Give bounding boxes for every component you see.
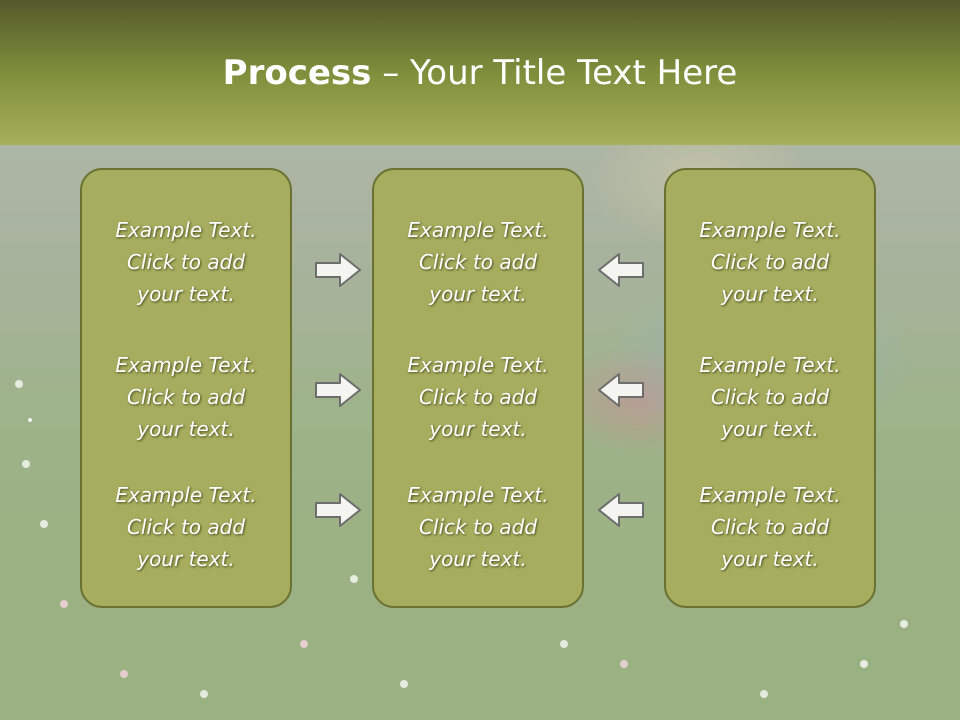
text-block[interactable]: Example Text. Click to add your text. xyxy=(374,479,582,575)
process-column-left[interactable]: Example Text. Click to add your text. Ex… xyxy=(80,168,292,608)
text-line: Example Text. xyxy=(115,483,257,507)
flower-decoration xyxy=(900,620,908,628)
text-line: Example Text. xyxy=(699,353,841,377)
arrow-left-icon xyxy=(598,493,644,527)
text-line: Example Text. xyxy=(115,353,257,377)
text-block[interactable]: Example Text. Click to add your text. xyxy=(82,349,290,445)
text-block[interactable]: Example Text. Click to add your text. xyxy=(82,479,290,575)
flower-decoration xyxy=(350,575,358,583)
text-line: Example Text. xyxy=(407,353,549,377)
flower-decoration xyxy=(60,600,68,608)
flower-decoration xyxy=(400,680,408,688)
text-line: Example Text. xyxy=(699,483,841,507)
slide-title[interactable]: Process – Your Title Text Here xyxy=(0,53,960,93)
text-line: Click to add xyxy=(710,515,830,539)
text-line: Click to add xyxy=(418,515,538,539)
arrow-left-icon xyxy=(598,253,644,287)
process-column-center[interactable]: Example Text. Click to add your text. Ex… xyxy=(372,168,584,608)
arrow-right-icon xyxy=(315,373,361,407)
flower-decoration xyxy=(560,640,568,648)
text-line: Click to add xyxy=(710,250,830,274)
flower-decoration xyxy=(22,460,30,468)
text-block[interactable]: Example Text. Click to add your text. xyxy=(82,214,290,310)
title-bar: Process – Your Title Text Here xyxy=(0,0,960,145)
flower-decoration xyxy=(120,670,128,678)
flower-decoration xyxy=(620,660,628,668)
flower-decoration xyxy=(200,690,208,698)
text-line: your text. xyxy=(721,547,819,571)
text-line: Click to add xyxy=(418,250,538,274)
text-line: your text. xyxy=(429,417,527,441)
text-line: your text. xyxy=(137,547,235,571)
arrow-right-icon xyxy=(315,493,361,527)
title-bold-part: Process xyxy=(222,53,372,93)
text-line: Example Text. xyxy=(115,218,257,242)
text-line: your text. xyxy=(721,417,819,441)
text-line: Click to add xyxy=(126,250,246,274)
text-block[interactable]: Example Text. Click to add your text. xyxy=(666,479,874,575)
flower-decoration xyxy=(15,380,23,388)
text-line: Example Text. xyxy=(407,218,549,242)
arrow-left-icon xyxy=(598,373,644,407)
text-line: Click to add xyxy=(126,385,246,409)
text-block[interactable]: Example Text. Click to add your text. xyxy=(374,349,582,445)
text-block[interactable]: Example Text. Click to add your text. xyxy=(666,349,874,445)
text-line: Click to add xyxy=(126,515,246,539)
text-block[interactable]: Example Text. Click to add your text. xyxy=(374,214,582,310)
title-separator: – xyxy=(371,53,411,93)
flower-decoration xyxy=(860,660,868,668)
text-block[interactable]: Example Text. Click to add your text. xyxy=(666,214,874,310)
text-line: your text. xyxy=(137,417,235,441)
text-line: Click to add xyxy=(418,385,538,409)
text-line: your text. xyxy=(721,282,819,306)
text-line: Click to add xyxy=(710,385,830,409)
flower-decoration xyxy=(760,690,768,698)
text-line: Example Text. xyxy=(699,218,841,242)
text-line: your text. xyxy=(137,282,235,306)
text-line: your text. xyxy=(429,282,527,306)
arrow-right-icon xyxy=(315,253,361,287)
flower-decoration xyxy=(300,640,308,648)
flower-decoration xyxy=(40,520,48,528)
title-rest-part: Your Title Text Here xyxy=(410,53,738,93)
text-line: Example Text. xyxy=(407,483,549,507)
process-column-right[interactable]: Example Text. Click to add your text. Ex… xyxy=(664,168,876,608)
text-line: your text. xyxy=(429,547,527,571)
